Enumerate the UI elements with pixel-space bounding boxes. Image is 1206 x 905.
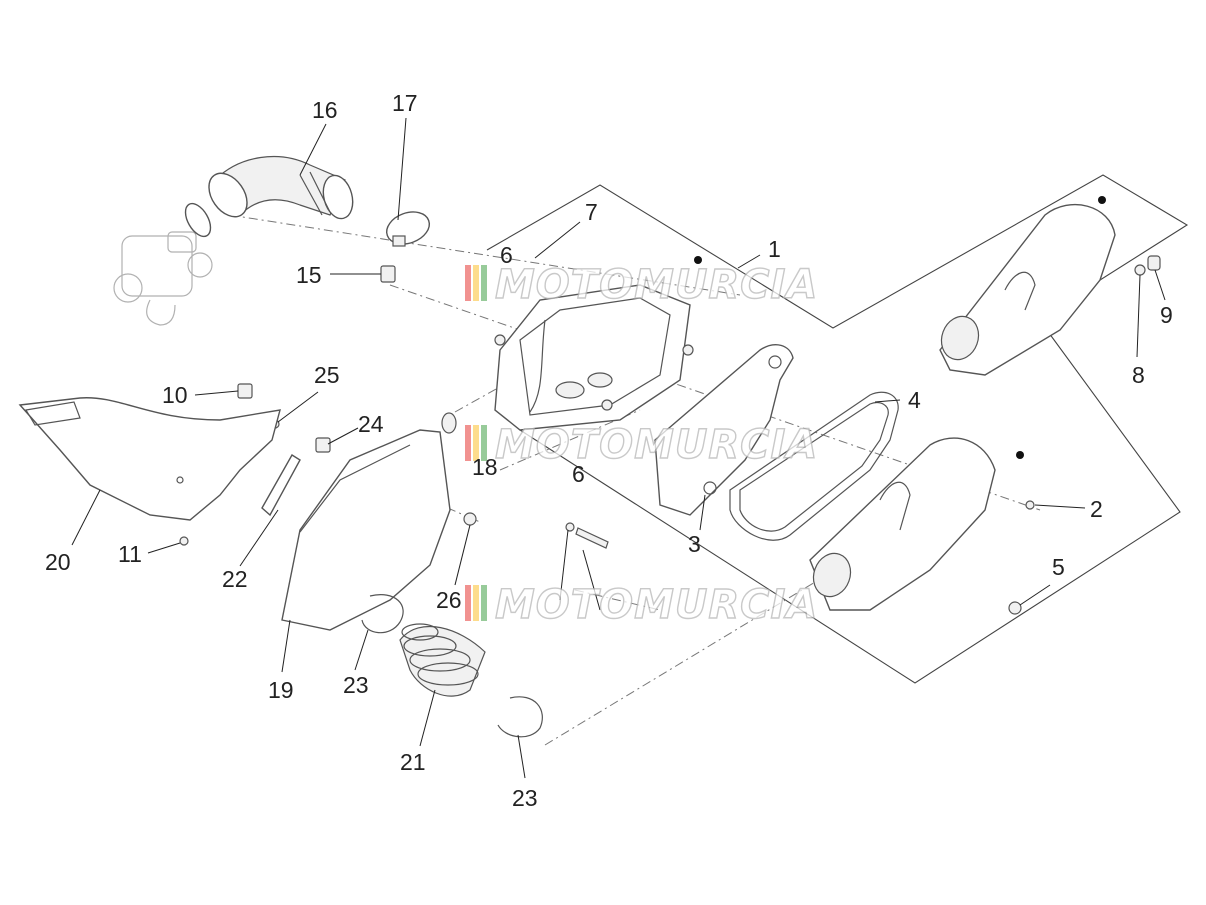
air-box-cover [939, 203, 1161, 376]
callout-1: 1 [768, 236, 781, 262]
callout-7: 7 [585, 199, 598, 225]
watermark-3: MOTOMURCIA [465, 581, 818, 629]
callout-24: 24 [358, 411, 384, 437]
hose-clamp [385, 211, 431, 247]
callout-2: 2 [1090, 496, 1103, 522]
callout-19: 19 [268, 677, 294, 703]
circlips [361, 594, 543, 738]
assembly-bullets [694, 196, 1106, 459]
intake-hose [184, 155, 354, 238]
callout-labels: 1 2 3 4 5 6 6 7 8 9 10 11 15 16 17 18 19… [45, 90, 1173, 811]
filter-cover [809, 437, 996, 611]
callout-20: 20 [45, 549, 71, 575]
watermark-1: MOTOMURCIA [465, 261, 818, 309]
callout-6b: 6 [572, 461, 585, 487]
watermark-text: MOTOMURCIA [495, 262, 818, 308]
intake-duct [18, 397, 281, 521]
watermark-text: MOTOMURCIA [495, 422, 818, 468]
callout-5: 5 [1052, 554, 1065, 580]
screws [179, 419, 1035, 615]
bellows-boot [399, 623, 486, 697]
callout-3: 3 [688, 531, 701, 557]
callout-8: 8 [1132, 362, 1145, 388]
leader-lines [71, 117, 1166, 779]
air-filter-element [654, 344, 794, 516]
callout-18: 18 [472, 454, 498, 480]
callout-16: 16 [312, 97, 338, 123]
clip-nut [380, 265, 396, 283]
watermark-2: MOTOMURCIA [465, 421, 818, 469]
callout-26: 26 [436, 587, 462, 613]
callout-11: 11 [118, 541, 142, 567]
callout-6a: 6 [500, 242, 513, 268]
callout-17: 17 [392, 90, 418, 116]
watermark-text: MOTOMURCIA [495, 582, 818, 628]
callout-22: 22 [222, 566, 248, 592]
watermark: MOTOMURCIA MOTOMURCIA MOTOMURCIA [465, 261, 818, 629]
callout-9: 9 [1160, 302, 1173, 328]
throttle-body [113, 231, 213, 326]
callout-15: 15 [296, 262, 322, 288]
filter-gasket [729, 391, 899, 541]
callout-25: 25 [314, 362, 340, 388]
callout-23a: 23 [343, 672, 369, 698]
callout-21: 21 [400, 749, 426, 775]
grommet [441, 412, 457, 434]
callout-23b: 23 [512, 785, 538, 811]
callout-10: 10 [162, 382, 188, 408]
callout-4: 4 [908, 387, 921, 413]
clips [237, 383, 331, 453]
seal-strip [261, 454, 301, 517]
assembly-frame [486, 174, 1189, 684]
lower-intake-cover [281, 429, 451, 631]
air-box-housing [494, 284, 694, 431]
